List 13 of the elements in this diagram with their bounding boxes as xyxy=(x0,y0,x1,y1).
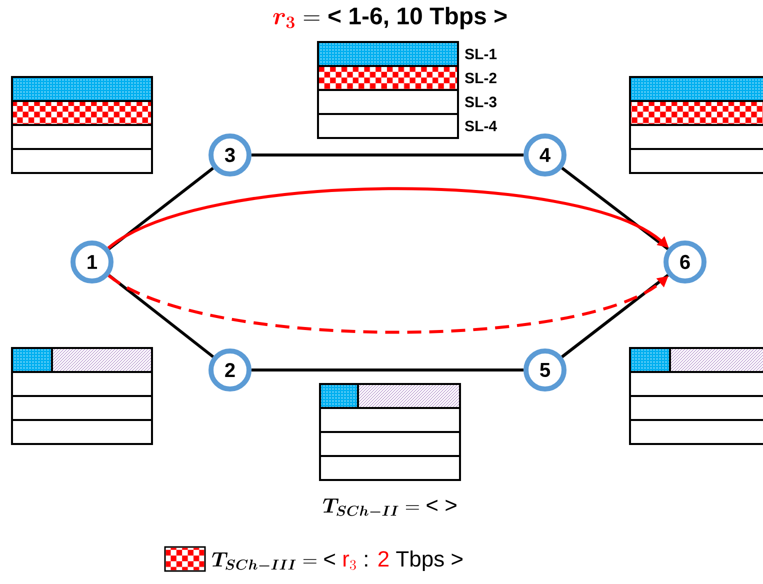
link-line xyxy=(252,368,524,372)
legend-formula: $\boldsymbol{T_{SCh-III}} = \text{< }{\color{red}\mathrm{r}_{3}}\text{ : }{\color{red}\text{2}}\text{ Tbps >}$ xyxy=(212,550,462,572)
link-line xyxy=(108,167,214,250)
slot-label: SL-2 xyxy=(464,72,496,84)
spectrum-formula: $\boldsymbol{T_{SCh-II}} = \text{< >}$ xyxy=(323,498,456,516)
slot-label: SL-1 xyxy=(464,48,497,60)
link-line xyxy=(561,274,669,358)
slot-label: SL-3 xyxy=(464,96,496,108)
request-formula: ${\color{red}\boldsymbol{r_{3}}} = \text{< 1-6, 10 Tbps >}$ xyxy=(273,6,507,30)
slot-label: SL-4 xyxy=(464,120,497,132)
link-line xyxy=(561,166,669,250)
link-line xyxy=(252,154,524,156)
link-line xyxy=(108,274,214,358)
